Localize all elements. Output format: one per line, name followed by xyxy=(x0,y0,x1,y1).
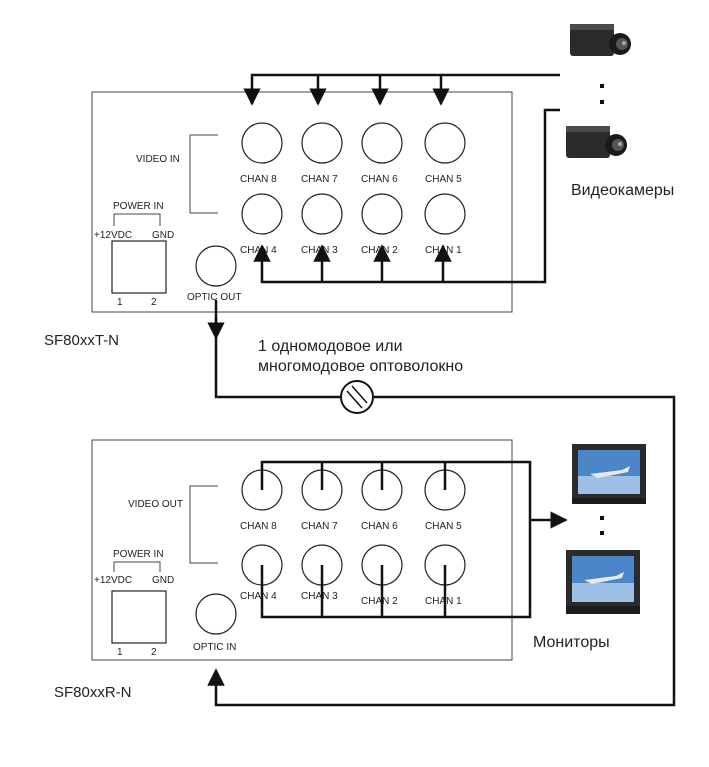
rx-pin2-label: 2 xyxy=(151,647,157,658)
transmitter-model-label: SF80xxT-N xyxy=(44,332,119,349)
video-out-label: VIDEO OUT xyxy=(128,499,183,510)
receiver-model-label: SF80xxR-N xyxy=(54,684,132,701)
tx-chan3-label: CHAN 3 xyxy=(301,245,338,256)
optical-fiber xyxy=(207,300,676,707)
rx-power-terminal xyxy=(111,590,167,644)
rx-chan7-label: CHAN 7 xyxy=(301,521,338,532)
rx-chan2-label: CHAN 2 xyxy=(361,596,398,607)
ellipsis-dots xyxy=(600,516,604,535)
tx-chan4-label: CHAN 4 xyxy=(240,245,277,256)
rx-chan3-label: CHAN 3 xyxy=(301,591,338,602)
tx-connector-chan8 xyxy=(241,122,283,164)
monitor-icon xyxy=(566,550,640,614)
rx-chan5-label: CHAN 5 xyxy=(425,521,462,532)
monitor-output-wiring xyxy=(260,460,568,619)
rx-power-label: POWER IN xyxy=(113,549,164,560)
tx-chan5-label: CHAN 5 xyxy=(425,174,462,185)
receiver-unit: VIDEO OUT CHAN 8 CHAN 7 CHAN 6 CHAN 5 CH… xyxy=(54,439,513,701)
video-out-bracket xyxy=(189,485,218,564)
fiber-coupler-icon xyxy=(340,380,374,414)
tx-power-terminal xyxy=(111,240,167,294)
tx-optic-connector xyxy=(195,245,237,287)
rx-optic-connector xyxy=(195,593,237,635)
rx-pin1-label: 1 xyxy=(117,647,123,658)
fiber-label-line2: многомодовое оптоволокно xyxy=(258,358,463,375)
rx-chan1-label: CHAN 1 xyxy=(425,596,462,607)
tx-power-label: POWER IN xyxy=(113,201,164,212)
tx-optic-label: OPTIC OUT xyxy=(187,292,241,303)
rx-power-gnd-label: GND xyxy=(152,575,174,586)
tx-chan6-label: CHAN 6 xyxy=(361,174,398,185)
rx-chan6-label: CHAN 6 xyxy=(361,521,398,532)
tx-connector-chan6 xyxy=(361,122,403,164)
transmitter-unit: VIDEO IN CHAN 8 CHAN 7 CHAN 6 CHAN 5 CHA… xyxy=(44,91,513,349)
fiber-label-line1: 1 одномодовое или xyxy=(258,338,403,355)
video-in-bracket xyxy=(189,134,218,214)
tx-connector-chan5 xyxy=(424,122,466,164)
camera-icon xyxy=(566,126,627,158)
rx-power-plus-label: +12VDC xyxy=(94,575,132,586)
rx-chan4-label: CHAN 4 xyxy=(240,591,277,602)
tx-pin2-label: 2 xyxy=(151,297,157,308)
receiver-panel xyxy=(91,439,513,661)
tx-chan2-label: CHAN 2 xyxy=(361,245,398,256)
camera-icon xyxy=(570,24,631,56)
tx-connector-chan1 xyxy=(424,193,466,235)
tx-pin1-label: 1 xyxy=(117,297,123,308)
tx-power-bracket xyxy=(113,213,161,226)
rx-optic-label: OPTIC IN xyxy=(193,642,236,653)
monitors-label: Мониторы xyxy=(533,634,610,651)
transmitter-panel xyxy=(91,91,513,313)
ellipsis-dots xyxy=(600,84,604,104)
rx-power-bracket xyxy=(113,561,161,572)
video-in-label: VIDEO IN xyxy=(136,154,180,165)
tx-connector-chan4 xyxy=(241,193,283,235)
tx-chan7-label: CHAN 7 xyxy=(301,174,338,185)
tx-power-gnd-label: GND xyxy=(152,230,174,241)
tx-chan8-label: CHAN 8 xyxy=(240,174,277,185)
monitor-icon xyxy=(572,444,646,504)
cameras-label: Видеокамеры xyxy=(571,182,674,199)
tx-connector-chan2 xyxy=(361,193,403,235)
tx-connector-chan7 xyxy=(301,122,343,164)
tx-connector-chan3 xyxy=(301,193,343,235)
tx-power-plus-label: +12VDC xyxy=(94,230,132,241)
camera-input-wiring xyxy=(243,73,560,284)
rx-chan8-label: CHAN 8 xyxy=(240,521,277,532)
